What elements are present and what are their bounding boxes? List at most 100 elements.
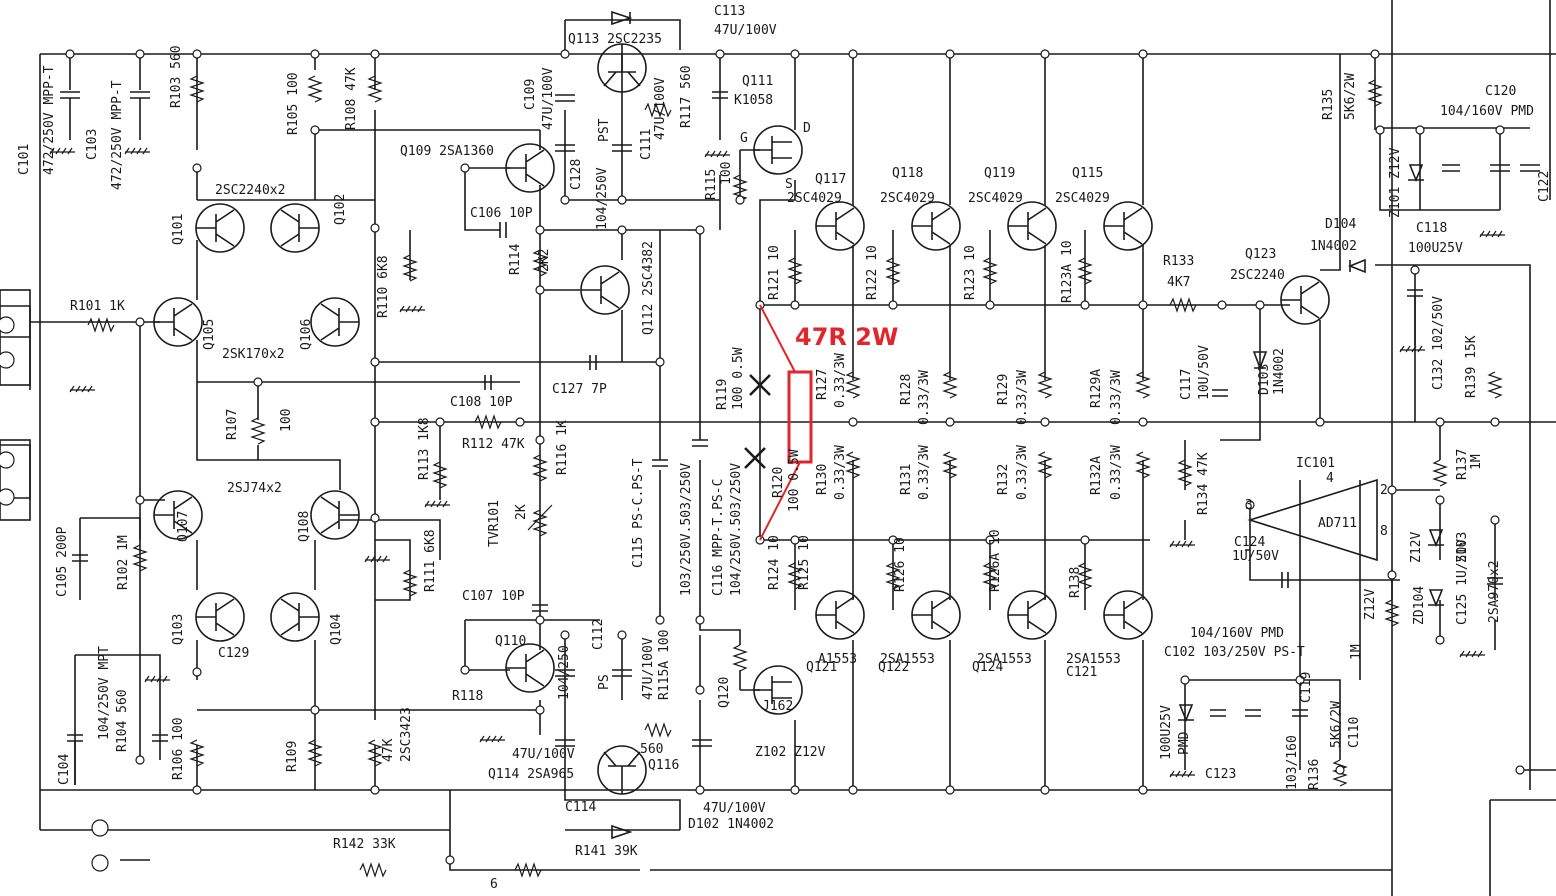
- component-label: C114: [565, 800, 596, 815]
- transistor-symbol: [597, 43, 647, 93]
- capacitor-symbol: [130, 91, 150, 140]
- annotation-note: 47R 2W: [795, 323, 898, 351]
- component-label: 4K7: [1167, 275, 1190, 290]
- capacitor-symbol: [152, 734, 168, 742]
- component-label: 104/160V PMD: [1190, 626, 1284, 641]
- capacitor-symbol: [1292, 709, 1308, 717]
- component-label: C112: [591, 619, 606, 650]
- diode-symbol: [611, 10, 633, 26]
- capacitor-symbol: [1490, 164, 1510, 172]
- resistor-symbol: [885, 562, 901, 590]
- component-label: 103/250V.503/250V: [679, 463, 694, 596]
- component-label: C108 10P: [450, 395, 513, 410]
- component-label: Z101 Z12V: [1388, 147, 1403, 218]
- component-label: R117 560: [679, 65, 694, 128]
- component-label: C127 7P: [552, 382, 607, 397]
- annotation-line: [759, 461, 801, 541]
- component-label: Q120: [717, 677, 732, 708]
- component-label: Q106: [299, 319, 314, 350]
- component-label: 472/250V MPP-T: [42, 65, 57, 175]
- component-label: R128: [899, 374, 914, 405]
- diode-symbol: [611, 824, 633, 840]
- resistor-symbol: [942, 451, 958, 479]
- component-label: R138: [1068, 567, 1083, 598]
- resistor-symbol: [1077, 562, 1093, 590]
- transistor-symbol: [753, 665, 803, 715]
- component-label: R133: [1163, 254, 1194, 269]
- component-label: Q113 2SC2235: [568, 32, 662, 47]
- component-label: D102 1N4002: [688, 817, 774, 832]
- resistor-symbol: [1135, 371, 1151, 399]
- component-label: R129A: [1089, 369, 1104, 408]
- component-label: C101: [17, 144, 32, 175]
- component-label: S: [785, 177, 793, 192]
- component-label: 4: [1326, 471, 1334, 486]
- grounds: [49, 147, 1505, 778]
- component-label: R104 560: [115, 689, 130, 752]
- component-label: 2SC4029: [880, 191, 935, 206]
- capacitor-symbol: [612, 144, 632, 152]
- transistor-symbol: [195, 592, 245, 642]
- transistor-symbol: [270, 203, 320, 253]
- connector-terminals: [0, 289, 109, 872]
- component-label: 104/250V MPT: [97, 646, 112, 740]
- component-label: R132A: [1089, 456, 1104, 495]
- component-label: 2SC4029: [1055, 191, 1110, 206]
- component-label: C129: [218, 646, 249, 661]
- component-label: C106 10P: [470, 206, 533, 221]
- capacitor-symbol: [692, 739, 712, 747]
- component-label: Z12V: [1363, 589, 1378, 620]
- component-label: Q115: [1072, 166, 1103, 181]
- component-label: C117: [1179, 369, 1194, 400]
- junction-nodes: [65, 49, 1525, 865]
- resistor-symbol: [402, 254, 418, 282]
- transistor-symbol: [153, 297, 203, 347]
- resistor-symbol: [1432, 459, 1448, 487]
- resistor-symbol: [1135, 451, 1151, 479]
- component-label: R106 100: [171, 717, 186, 780]
- component-label: C118: [1416, 221, 1447, 236]
- component-label: R121 10: [767, 245, 782, 300]
- capacitor-symbol: [499, 222, 507, 238]
- capacitor-symbol: [1442, 164, 1460, 172]
- transistor-symbol: [597, 745, 647, 795]
- component-label: C122: [1537, 171, 1552, 202]
- component-label: Q119: [984, 166, 1015, 181]
- component-label: 0.33/3W: [833, 353, 848, 408]
- component-label: 2SC4029: [968, 191, 1023, 206]
- resistor-symbol: [532, 249, 548, 277]
- resistor-symbol: [787, 257, 803, 285]
- component-label: 2K: [514, 504, 529, 520]
- component-label: C103: [85, 129, 100, 160]
- component-label: 100U25V: [1159, 705, 1174, 760]
- component-label: 2SA1553: [977, 652, 1032, 667]
- diodes: [611, 10, 1444, 840]
- resistor-symbol: [514, 862, 542, 878]
- component-label: C107 10P: [462, 589, 525, 604]
- component-label: 104/250V: [595, 167, 610, 230]
- capacitor-symbol: [692, 439, 708, 447]
- component-label: Q118: [892, 166, 923, 181]
- capacitor-symbol: [555, 94, 575, 102]
- resistor-symbol: [359, 862, 387, 878]
- component-label: R142 33K: [333, 837, 396, 852]
- component-label: 0.33/3W: [917, 445, 932, 500]
- capacitor-symbol: [67, 734, 83, 785]
- component-label: 47U/100V: [541, 67, 556, 130]
- capacitor-symbol: [1487, 577, 1503, 585]
- replacement-resistor-box: [787, 370, 813, 464]
- red-annotation: 47R 2W: [759, 304, 898, 541]
- component-label: R129: [996, 374, 1011, 405]
- component-label: R141 39K: [575, 844, 638, 859]
- component-label: Z102 Z12V: [755, 745, 826, 760]
- resistor-symbol: [432, 461, 448, 489]
- component-label: R116 1K: [555, 420, 570, 475]
- component-label: ZD104: [1412, 586, 1427, 625]
- resistor-symbol: [250, 417, 266, 445]
- component-label: R118: [452, 689, 483, 704]
- component-label: R134 47K: [1196, 452, 1211, 515]
- component-label: C121: [1066, 665, 1097, 680]
- component-label: R127: [815, 369, 830, 400]
- component-label: C123: [1205, 767, 1236, 782]
- resistor-symbol: [402, 569, 418, 597]
